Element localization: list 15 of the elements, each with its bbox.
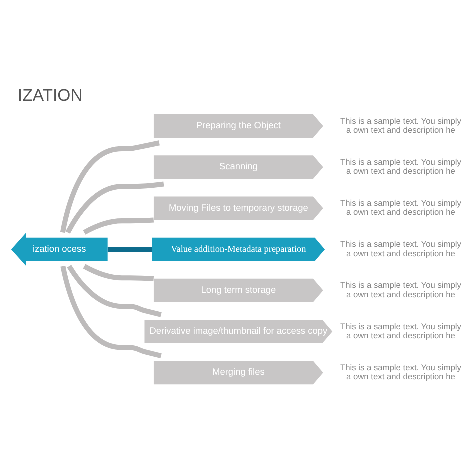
connector — [60, 140, 160, 234]
node-label: This is a sample text. You simply a own text and description he — [340, 362, 462, 382]
connector — [83, 264, 154, 282]
connector — [67, 265, 162, 318]
node-label: This is a sample text. You simply a own text and description he — [340, 198, 462, 218]
diagram-title: IZATION — [18, 86, 83, 106]
node-label: This is a sample text. You simply a own text and description he — [340, 239, 462, 258]
node-label: This is a sample text. You simply a own text and description he — [340, 116, 462, 135]
node-label: This is a sample text. You simply a own text and description he — [340, 156, 462, 176]
node-label: This is a sample text. You simply a own text and description he — [340, 321, 462, 340]
connector — [108, 247, 152, 252]
connector — [83, 218, 154, 235]
node-label: This is a sample text. You simply a own text and description he — [340, 280, 462, 300]
connector — [66, 182, 164, 234]
connector — [60, 266, 162, 358]
